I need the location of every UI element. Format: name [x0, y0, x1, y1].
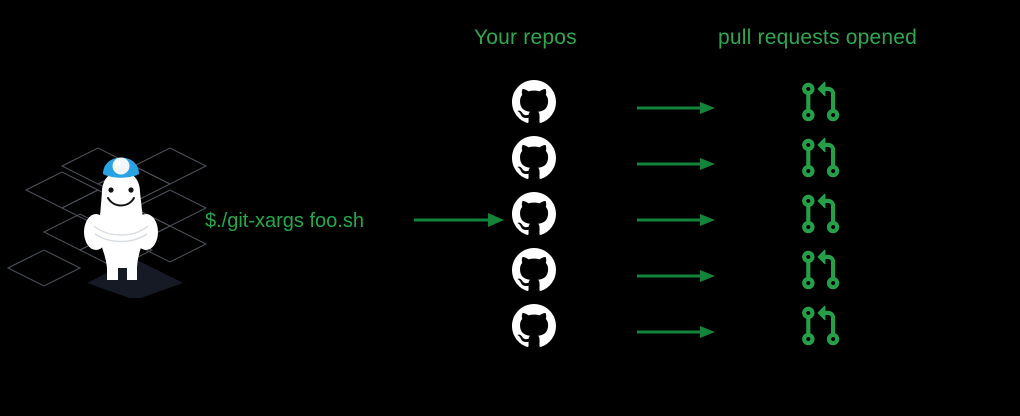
- github-octocat-icon: [512, 80, 556, 123]
- repo-row-4: [0, 248, 1020, 304]
- mascot-crossed-arms: [93, 225, 149, 243]
- github-octocat-icon: [512, 248, 556, 291]
- repo-row-5: [0, 304, 1020, 360]
- helmet-lamp-highlight: [115, 160, 121, 166]
- mascot-eye-left: [108, 187, 114, 193]
- arrow-right-icon: [637, 214, 715, 226]
- mascot-arm-left: [84, 214, 108, 250]
- mascot-eye-right: [128, 187, 134, 193]
- command-text: $./git-xargs foo.sh: [205, 210, 364, 232]
- git-pull-request-icon: [802, 305, 840, 346]
- arrow-right-icon: [637, 270, 715, 282]
- git-pull-request-icon: [802, 137, 840, 178]
- mascot-scene: [0, 128, 215, 298]
- repo-row-1: [0, 80, 1020, 136]
- arrow-right-icon: [637, 158, 715, 170]
- github-octocat-icon: [512, 304, 556, 347]
- column-header-pull-requests-opened: pull requests opened: [718, 26, 917, 49]
- git-pull-request-icon: [802, 81, 840, 122]
- repo-row-3: [0, 192, 1020, 248]
- mascot-arm-right: [134, 214, 158, 250]
- github-octocat-icon: [512, 192, 556, 235]
- mascot-figure: [84, 157, 183, 298]
- arrow-right-icon: [637, 326, 715, 338]
- mascot-smile: [107, 197, 135, 207]
- github-octocat-icon: [512, 136, 556, 179]
- column-header-your-repos: Your repos: [474, 26, 577, 49]
- git-pull-request-icon: [802, 193, 840, 234]
- arrow-right-icon: [637, 102, 715, 114]
- repo-row-2: [0, 136, 1020, 192]
- git-pull-request-icon: [802, 249, 840, 290]
- main-arrow-icon: [414, 213, 504, 227]
